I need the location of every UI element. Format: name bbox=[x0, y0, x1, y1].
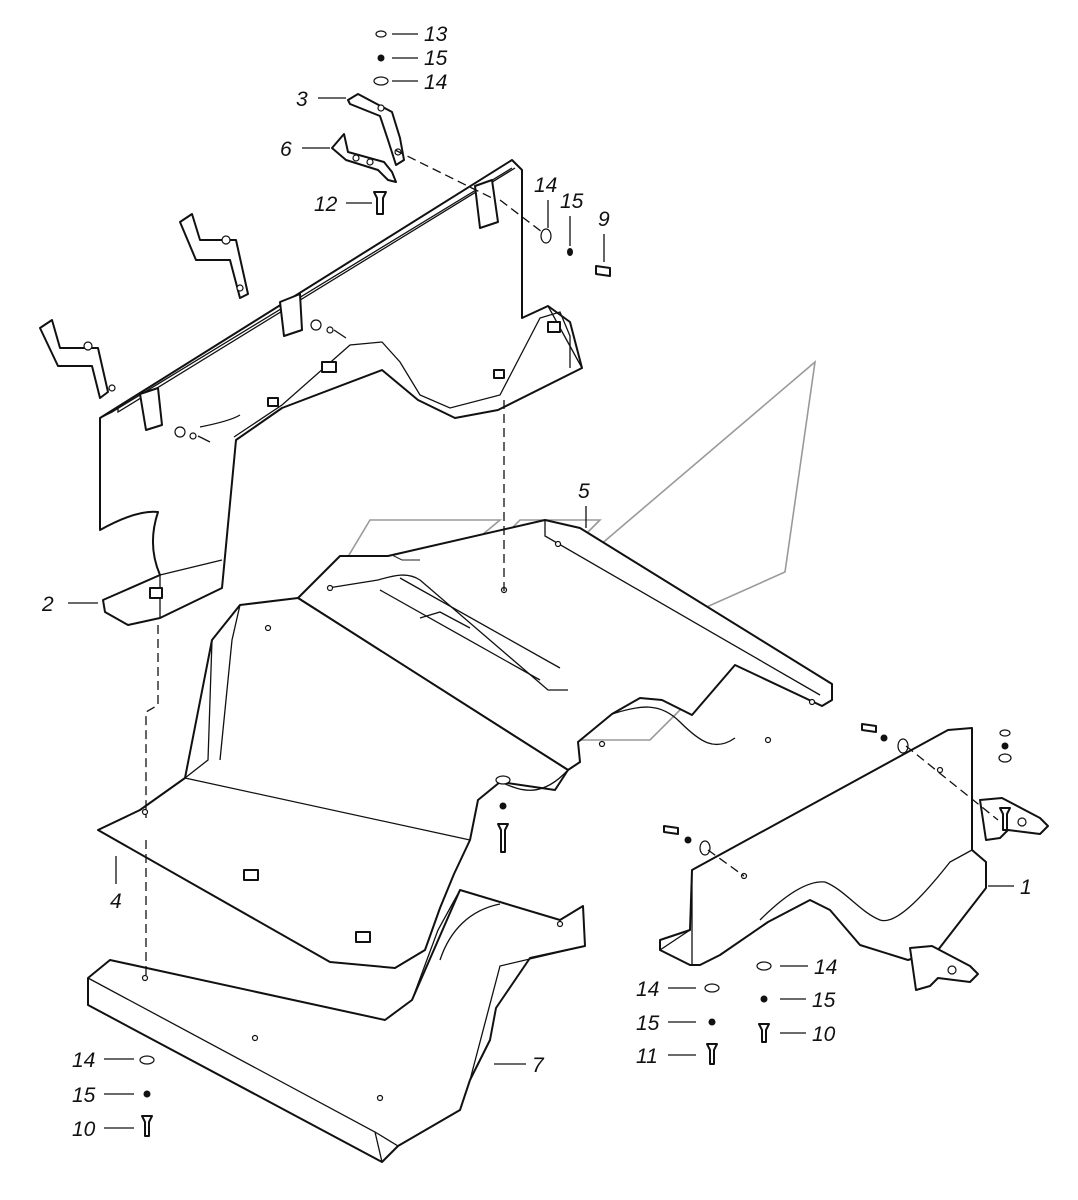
callout-3: 3 bbox=[296, 88, 308, 111]
callout-12: 12 bbox=[314, 193, 338, 216]
alignment-lines bbox=[145, 149, 999, 978]
callout-11: 11 bbox=[636, 1045, 658, 1068]
leader-lines bbox=[68, 33, 1014, 1129]
callout-1: 1 bbox=[1020, 876, 1032, 899]
callout-14-top: 14 bbox=[424, 71, 447, 94]
callout-6: 6 bbox=[280, 138, 292, 161]
callout-14-right-a: 14 bbox=[814, 956, 837, 979]
part-5-floor bbox=[297, 519, 833, 782]
callout-14-right-b: 14 bbox=[636, 978, 659, 1001]
callout-15-mid: 15 bbox=[560, 190, 584, 213]
part-2-upper-panel bbox=[39, 159, 583, 626]
part-6-bracket bbox=[331, 133, 397, 183]
callout-14-mid: 14 bbox=[534, 174, 557, 197]
callout-15-top: 15 bbox=[424, 47, 448, 70]
part-7-floor bbox=[87, 889, 586, 1163]
callout-7: 7 bbox=[532, 1054, 545, 1077]
callout-15-right-b: 15 bbox=[636, 1012, 660, 1035]
callout-4: 4 bbox=[110, 890, 122, 913]
callout-13-top: 13 bbox=[424, 23, 448, 46]
part-4-floor bbox=[97, 597, 569, 969]
callout-15-right-a: 15 bbox=[812, 989, 836, 1012]
callout-5: 5 bbox=[578, 480, 590, 503]
callout-10-left: 10 bbox=[72, 1118, 96, 1141]
callout-9: 9 bbox=[598, 208, 610, 231]
callout-14-left: 14 bbox=[72, 1049, 95, 1072]
top-fasteners bbox=[373, 30, 611, 277]
callout-15-left: 15 bbox=[72, 1084, 96, 1107]
callout-2: 2 bbox=[41, 593, 54, 616]
loose-fasteners bbox=[139, 723, 1012, 1137]
part-1-side-panel bbox=[659, 727, 1049, 991]
callout-labels: 13 15 14 3 6 12 14 15 9 5 2 1 4 14 14 15… bbox=[41, 23, 1032, 1141]
callout-10-right: 10 bbox=[812, 1023, 836, 1046]
